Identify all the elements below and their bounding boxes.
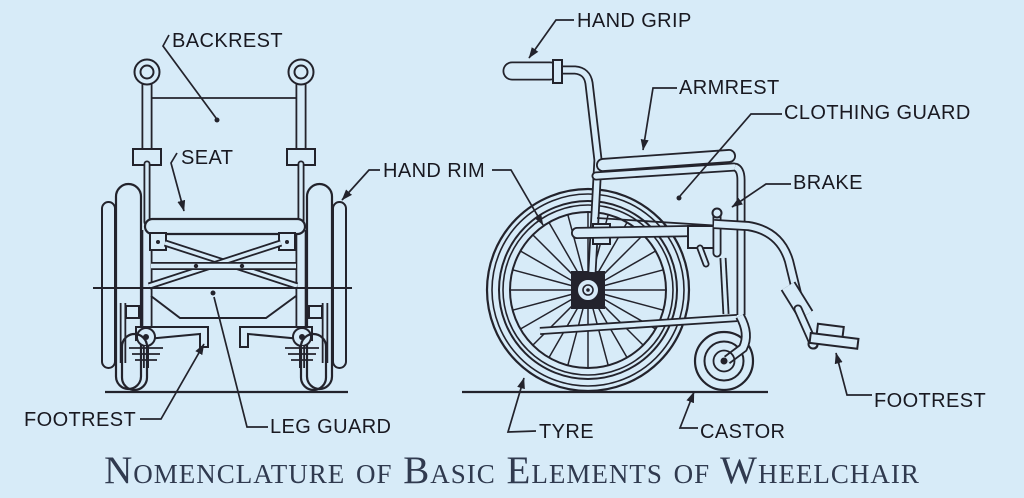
label-castor: CASTOR: [700, 421, 786, 443]
label-tyre: TYRE: [539, 421, 594, 443]
leader-hand-rim-right: [492, 169, 544, 226]
leader-footrest-side: [834, 352, 872, 396]
seat-bar: [143, 217, 307, 236]
label-footrest-side: FOOTREST: [874, 390, 987, 412]
diagram-title: Nomenclature of Basic Elements of Wheelc…: [104, 449, 920, 492]
front-hand-rim-right: [332, 201, 347, 369]
label-hand-rim: HAND RIM: [383, 160, 486, 182]
front-castor-right: [299, 332, 328, 392]
label-armrest: ARMREST: [679, 77, 780, 99]
label-seat: SEAT: [181, 147, 234, 169]
big-wheel: [485, 187, 691, 393]
label-brake: BRAKE: [793, 172, 863, 194]
leader-seat: [170, 152, 186, 212]
leader-backrest: [161, 34, 217, 119]
leader-hand-rim-left: [341, 169, 380, 201]
front-view-drawing: [93, 58, 352, 394]
leg-guard-band: [150, 295, 297, 319]
castor-wheel: [693, 313, 755, 392]
leader-tyre: [506, 377, 537, 433]
leader-footrest-front: [140, 343, 205, 420]
label-clothing-guard: CLOTHING GUARD: [784, 102, 971, 124]
front-hand-rim-left: [101, 201, 116, 369]
grip-ring-right: [287, 58, 315, 86]
label-backrest: BACKREST: [172, 30, 284, 52]
label-leg-guard: LEG GUARD: [270, 416, 392, 438]
front-castor-left: [120, 332, 149, 392]
brake-assembly: [687, 207, 723, 268]
leader-leg-guard: [213, 296, 268, 428]
side-footrest: [808, 322, 860, 350]
leader-armrest: [640, 87, 677, 151]
label-footrest-front: FOOTREST: [24, 409, 137, 431]
leader-hand-grip: [528, 19, 574, 59]
side-view-drawing: [462, 59, 860, 394]
label-hand-grip: HAND GRIP: [577, 10, 692, 32]
leader-clothing-guard: [679, 113, 782, 197]
leader-lines: [140, 19, 872, 433]
leader-brake: [731, 183, 791, 208]
leader-castor: [678, 391, 698, 429]
grip-ring-left: [133, 58, 161, 86]
